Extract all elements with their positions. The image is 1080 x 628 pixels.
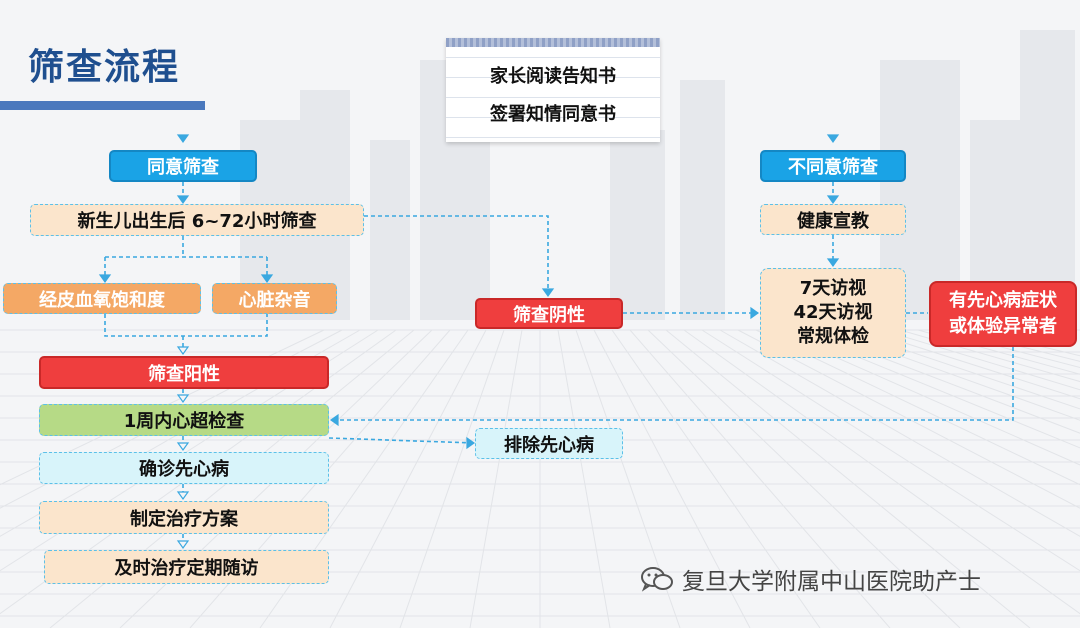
follow-up-visits-box: 7天访视 42天访视 常规体检 <box>760 268 906 358</box>
follow-up-box: 及时治疗定期随访 <box>44 550 329 584</box>
refuse-box: 不同意筛查 <box>760 150 906 182</box>
page-title: 筛查流程 <box>28 47 181 88</box>
notice-sign-text: 签署知情同意书 <box>490 104 616 125</box>
title-underline <box>0 101 205 110</box>
watermark-text: 复旦大学附属中山医院助产士 <box>682 569 981 595</box>
symptoms-line1-text: 有先心病症状 <box>949 290 1057 311</box>
chd-excluded-box: 排除先心病 <box>475 428 623 459</box>
visit-42day-text: 42天访视 <box>793 302 873 323</box>
echocardiogram-box: 1周内心超检查 <box>39 404 329 436</box>
symptoms-line2-text: 或体验异常者 <box>949 316 1057 337</box>
screening-time-box: 新生儿出生后 6~72小时筛查 <box>30 204 364 236</box>
wechat-icon <box>640 566 674 592</box>
health-education-box: 健康宣教 <box>760 204 906 235</box>
negative-screening-box: 筛查阴性 <box>475 298 623 329</box>
positive-screening-box: 筛查阳性 <box>39 356 329 389</box>
visit-7day-text: 7天访视 <box>799 278 867 299</box>
watermark: 复旦大学附属中山医院助产士 <box>640 562 981 596</box>
heart-murmur-box: 心脏杂音 <box>212 283 337 314</box>
consent-box: 同意筛查 <box>109 150 257 182</box>
treatment-plan-box: 制定治疗方案 <box>39 501 329 534</box>
symptoms-box: 有先心病症状 或体验异常者 <box>929 281 1077 347</box>
routine-checkup-text: 常规体检 <box>797 326 869 347</box>
pulse-oximetry-box: 经皮血氧饱和度 <box>3 283 201 314</box>
confirmed-chd-box: 确诊先心病 <box>39 452 329 484</box>
notice-notepad: 家长阅读告知书 签署知情同意书 <box>446 38 660 142</box>
notepad-spiral <box>446 38 660 47</box>
notice-read-text: 家长阅读告知书 <box>490 66 616 87</box>
